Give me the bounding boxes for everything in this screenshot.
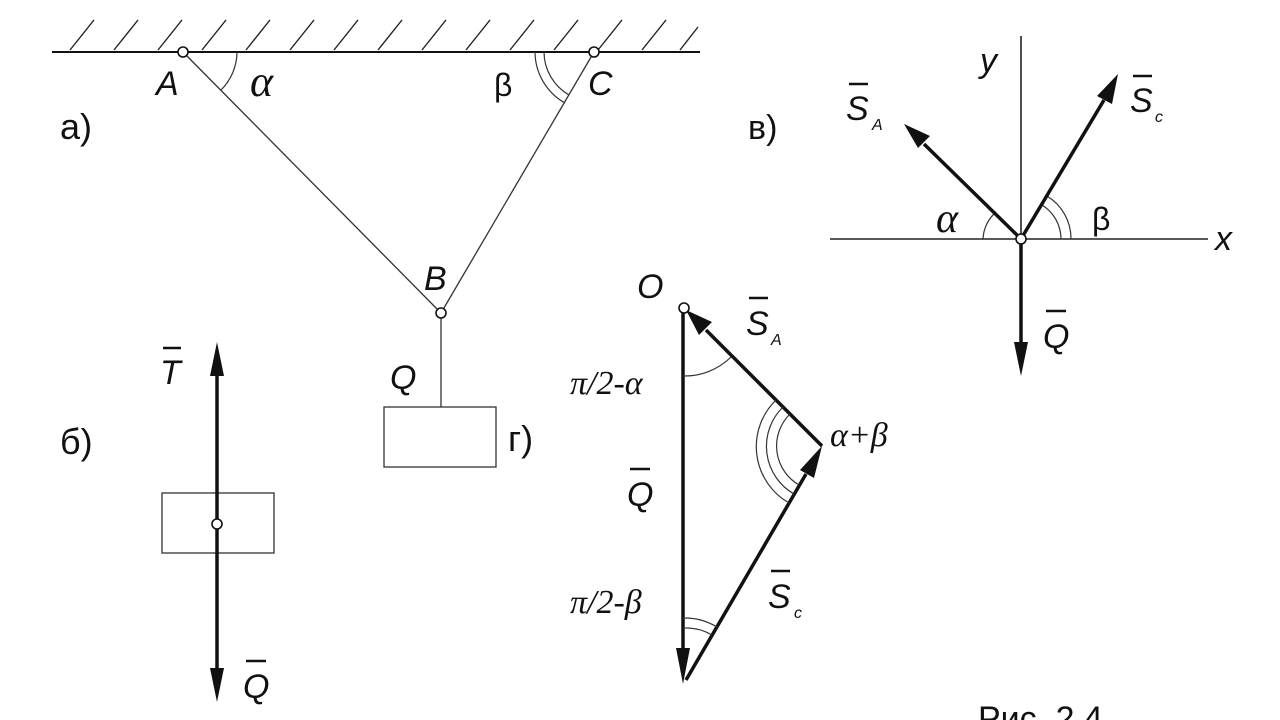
- force-sa-arrowhead-g: [686, 310, 712, 335]
- force-sa-vector-v: [922, 142, 1023, 241]
- angle-beta-arc-v-2: [1046, 195, 1072, 240]
- angle-alpha-arc: [220, 51, 238, 91]
- body-center-node: [211, 518, 223, 530]
- angle-alpha-label: α: [250, 57, 274, 106]
- load-box: [383, 406, 497, 468]
- figure-caption: Рис. 2.4: [978, 700, 1103, 720]
- panel-a: а) A C B α β Q г): [52, 19, 700, 468]
- angle-beta-arc-1: [543, 51, 570, 96]
- node-a: [177, 46, 189, 58]
- panel-g: O S A S c Q π/2-α α+β π/2-β: [570, 268, 888, 684]
- force-sa-label-g: S: [746, 305, 769, 343]
- origin-label: O: [637, 268, 663, 306]
- angle-bottom-arc-g-1: [682, 627, 713, 636]
- rope-ab: [182, 51, 442, 314]
- force-sa-sub-v: A: [871, 117, 883, 134]
- force-sc-label-g: S: [768, 578, 791, 616]
- node-b: [435, 307, 447, 319]
- force-sc-vector-g: [684, 473, 808, 681]
- angle-beta-label: β: [494, 67, 512, 103]
- angle-beta-label-v: β: [1092, 201, 1110, 237]
- angle-bottom-label-g: π/2-β: [570, 584, 642, 621]
- panel-g-label: г): [508, 418, 533, 459]
- angle-alpha-arc-v: [982, 211, 997, 240]
- origin-node-g: [678, 302, 690, 314]
- force-sc-arrowhead-v: [1097, 74, 1118, 104]
- force-sc-label-v: S: [1130, 82, 1153, 120]
- weight-label-b: Q: [243, 668, 269, 706]
- angle-beta-arc-v-1: [1041, 204, 1062, 240]
- axis-x-label: x: [1213, 220, 1233, 258]
- rope-cb: [440, 51, 595, 314]
- force-sc-arrowhead-g: [800, 446, 822, 478]
- angle-right-arc-g-3: [755, 399, 790, 504]
- force-sa-label-v: S: [846, 90, 869, 128]
- weight-label-g: Q: [627, 476, 653, 514]
- angle-alpha-label-v: α: [936, 196, 959, 242]
- force-sa-arrowhead-v: [904, 124, 930, 148]
- point-b-label: B: [424, 260, 447, 298]
- ceiling-hatching: [69, 19, 699, 51]
- panel-b-label: б): [60, 421, 93, 462]
- tension-arrowhead: [210, 342, 224, 376]
- angle-top-arc-g: [682, 356, 732, 377]
- panel-v-label: в): [748, 109, 777, 147]
- angle-bottom-arc-g-2: [682, 617, 718, 628]
- load-q-label: Q: [390, 359, 416, 397]
- point-c-label: C: [588, 65, 613, 103]
- angle-right-arc-g-2: [765, 406, 795, 495]
- weight-arrowhead-b: [210, 668, 224, 702]
- force-sa-vector-g: [704, 328, 824, 448]
- force-sc-sub-v: c: [1155, 109, 1163, 126]
- point-a-label: A: [154, 65, 179, 103]
- weight-label-v: Q: [1043, 318, 1069, 356]
- angle-beta-arc-2: [534, 51, 566, 104]
- tension-label: T: [160, 354, 183, 392]
- force-sc-vector-v: [1019, 99, 1106, 240]
- weight-arrowhead-g: [676, 648, 690, 684]
- axis-y-label: y: [978, 42, 999, 80]
- force-sc-sub-g: c: [794, 605, 802, 622]
- force-sa-sub-g: A: [770, 332, 782, 349]
- origin-node-v: [1015, 233, 1027, 245]
- angle-right-arc-g-1: [776, 413, 800, 486]
- angle-top-label-g: π/2-α: [570, 365, 644, 402]
- panel-b: б) T Q: [60, 342, 275, 706]
- node-c: [588, 46, 600, 58]
- angle-right-label-g: α+β: [830, 417, 888, 454]
- weight-arrowhead-v: [1014, 342, 1028, 376]
- panel-v: в) y x α β S A S c Q: [748, 36, 1233, 376]
- panel-a-label: а): [60, 106, 92, 147]
